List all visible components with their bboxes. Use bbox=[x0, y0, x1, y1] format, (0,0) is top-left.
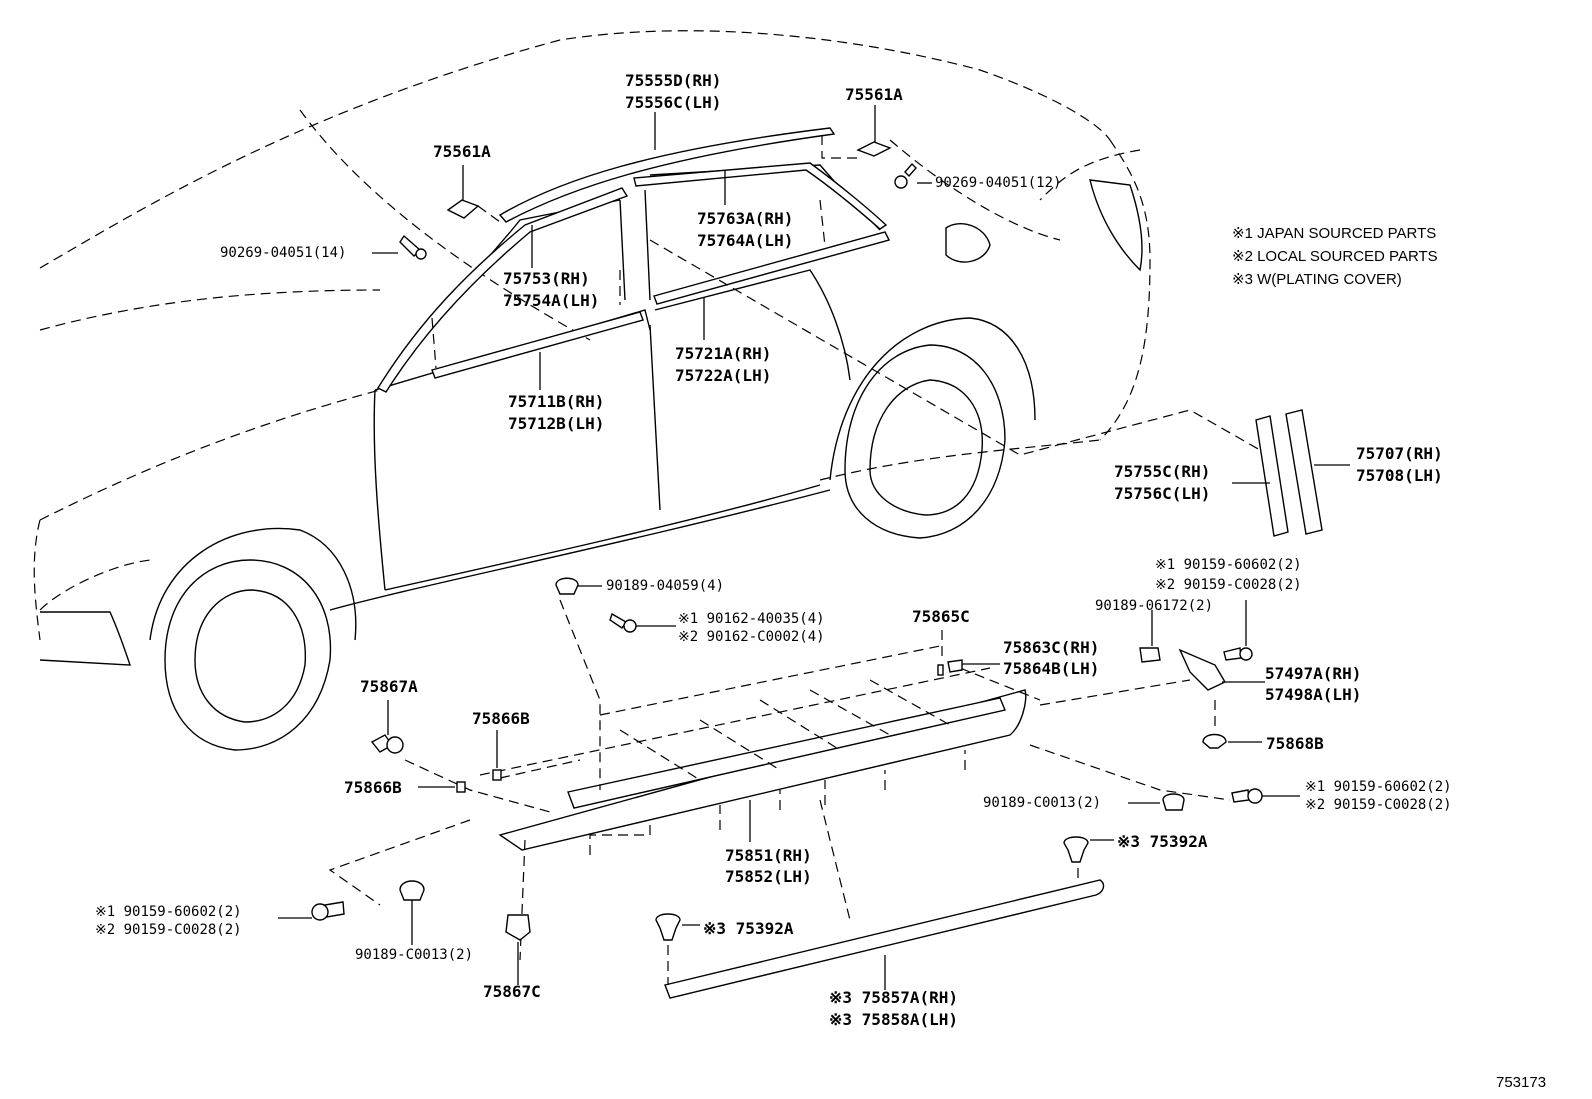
callout-pad-75866b-upper: 75866B bbox=[472, 709, 530, 728]
callout-screw-front: 90269-04051(14) bbox=[220, 245, 347, 261]
callout-nut-90189-06172: 90189-06172(2) bbox=[1095, 598, 1214, 614]
note-3: ※3 W(PLATING COVER) bbox=[1232, 271, 1402, 288]
callout-clip-75863c-lh: 75864B(LH) bbox=[1003, 659, 1100, 678]
callout-bolt-rear-upper-1: ※1 90159-60602(2) bbox=[1155, 557, 1302, 573]
body-screw-rear-icon bbox=[894, 162, 917, 189]
callout-bolt-rear-lower-1: ※1 90159-60602(2) bbox=[1305, 779, 1452, 795]
callout-bracket-rh: 57497A(RH) bbox=[1265, 664, 1362, 683]
callout-screw-90162-1: ※1 90162-40035(4) bbox=[678, 611, 825, 627]
rear-belt-molding bbox=[653, 231, 891, 305]
callout-bolt-rear-upper-2: ※2 90159-C0028(2) bbox=[1155, 577, 1302, 593]
callout-roof-clip-rear: 75561A bbox=[845, 85, 903, 104]
pad-75866b-lower-icon bbox=[418, 781, 466, 793]
clip-75392a-left-icon bbox=[655, 913, 700, 941]
roof-clip-rear-icon bbox=[856, 141, 892, 157]
callout-pad-75865c: 75865C bbox=[912, 607, 970, 626]
pillar-garnish-inner bbox=[1232, 415, 1289, 537]
pillar-garnish-outer bbox=[1285, 409, 1350, 535]
clip-75392a-right-icon bbox=[1063, 836, 1114, 863]
callout-roof-molding-rh: 75555D(RH) bbox=[625, 71, 722, 90]
callout-roof-molding-lh: 75556C(LH) bbox=[625, 93, 722, 112]
car-body-outline bbox=[33, 30, 1151, 666]
callout-bolt-front-lower-1: ※1 90159-60602(2) bbox=[95, 904, 242, 920]
diagram-reference-number: 753173 bbox=[1496, 1074, 1547, 1091]
nut-rear-lower-icon bbox=[1128, 793, 1185, 811]
clip-75867a-icon bbox=[370, 700, 404, 754]
callout-pillar-outer-rh: 75707(RH) bbox=[1356, 444, 1443, 463]
clip-75863c-icon bbox=[947, 659, 1000, 673]
pad-75865c-icon bbox=[937, 630, 944, 676]
callout-front-belt-lh: 75712B(LH) bbox=[508, 414, 605, 433]
body-screw-front-icon bbox=[399, 234, 427, 260]
rocker-panel-assembly bbox=[498, 679, 1027, 855]
callout-clip-75867a: 75867A bbox=[360, 677, 418, 696]
callout-front-belt-rh: 75711B(RH) bbox=[508, 392, 605, 411]
rocker-mount-lines bbox=[328, 599, 1231, 961]
callout-pillar-inner-rh: 75755C(RH) bbox=[1114, 462, 1211, 481]
body-leader-lines bbox=[372, 105, 1261, 456]
front-belt-molding bbox=[431, 311, 644, 379]
roof-clip-front-icon bbox=[446, 199, 480, 219]
callout-nut-rear-lower: 90189-C0013(2) bbox=[983, 795, 1102, 811]
clip-75867c-icon bbox=[505, 914, 531, 985]
roof-molding bbox=[498, 112, 836, 223]
callout-nut-90189-04059: 90189-04059(4) bbox=[606, 578, 725, 594]
callout-rocker-rh: 75851(RH) bbox=[725, 846, 812, 865]
nut-front-lower-icon bbox=[399, 880, 425, 945]
plating-cover bbox=[664, 852, 1105, 999]
note-2: ※2 LOCAL SOURCED PARTS bbox=[1232, 248, 1438, 265]
note-1: ※1 JAPAN SOURCED PARTS bbox=[1232, 225, 1437, 242]
bolt-front-lower-icon bbox=[278, 901, 345, 921]
callout-clip-75392a-right: ※3 75392A bbox=[1117, 832, 1208, 851]
callout-clip-75863c-rh: 75863C(RH) bbox=[1003, 638, 1100, 657]
callout-rear-belt-lh: 75722A(LH) bbox=[675, 366, 772, 385]
front-wheel bbox=[149, 527, 357, 751]
screw-90162-icon bbox=[609, 612, 676, 633]
callout-clip-75868b: 75868B bbox=[1266, 734, 1324, 753]
callout-nut-front-lower: 90189-C0013(2) bbox=[355, 947, 474, 963]
callout-pad-75866b-lower: 75866B bbox=[344, 778, 402, 797]
front-door-frame-molding bbox=[377, 187, 629, 393]
callout-plating-cover-lh: ※3 75858A(LH) bbox=[829, 1010, 958, 1029]
callout-screw-rear: 90269-04051(12) bbox=[935, 175, 1062, 191]
callout-pillar-inner-lh: 75756C(LH) bbox=[1114, 484, 1211, 503]
callout-bolt-front-lower-2: ※2 90159-C0028(2) bbox=[95, 922, 242, 938]
callout-rocker-lh: 75852(LH) bbox=[725, 867, 812, 886]
callout-rear-door-frame-rh: 75763A(RH) bbox=[697, 209, 794, 228]
nut-90189-04059-icon bbox=[555, 577, 602, 595]
callout-clip-75867c: 75867C bbox=[483, 982, 541, 1001]
rear-wheel bbox=[829, 317, 1036, 539]
callout-pillar-outer-lh: 75708(LH) bbox=[1356, 466, 1443, 485]
bolt-rear-upper-icon bbox=[1223, 600, 1253, 661]
callout-rear-door-frame-lh: 75764A(LH) bbox=[697, 231, 794, 250]
door-outlines bbox=[329, 164, 881, 611]
callout-bracket-lh: 57498A(LH) bbox=[1265, 685, 1362, 704]
callout-front-door-frame-lh: 75754A(LH) bbox=[503, 291, 600, 310]
clip-75868b-icon bbox=[1202, 700, 1262, 749]
callout-bolt-rear-lower-2: ※2 90159-C0028(2) bbox=[1305, 797, 1452, 813]
bracket-57497a-icon bbox=[1178, 648, 1265, 691]
callout-front-door-frame-rh: 75753(RH) bbox=[503, 269, 590, 288]
bolt-rear-lower-icon bbox=[1231, 788, 1300, 804]
pad-75866b-upper-icon bbox=[492, 730, 502, 781]
callout-roof-clip-front: 75561A bbox=[433, 142, 491, 161]
callout-plating-cover-rh: ※3 75857A(RH) bbox=[829, 988, 958, 1007]
callout-clip-75392a-left: ※3 75392A bbox=[703, 919, 794, 938]
nut-90189-06172-icon bbox=[1139, 610, 1161, 663]
callout-screw-90162-2: ※2 90162-C0002(4) bbox=[678, 629, 825, 645]
callout-rear-belt-rh: 75721A(RH) bbox=[675, 344, 772, 363]
rear-door-frame-molding bbox=[633, 162, 888, 230]
